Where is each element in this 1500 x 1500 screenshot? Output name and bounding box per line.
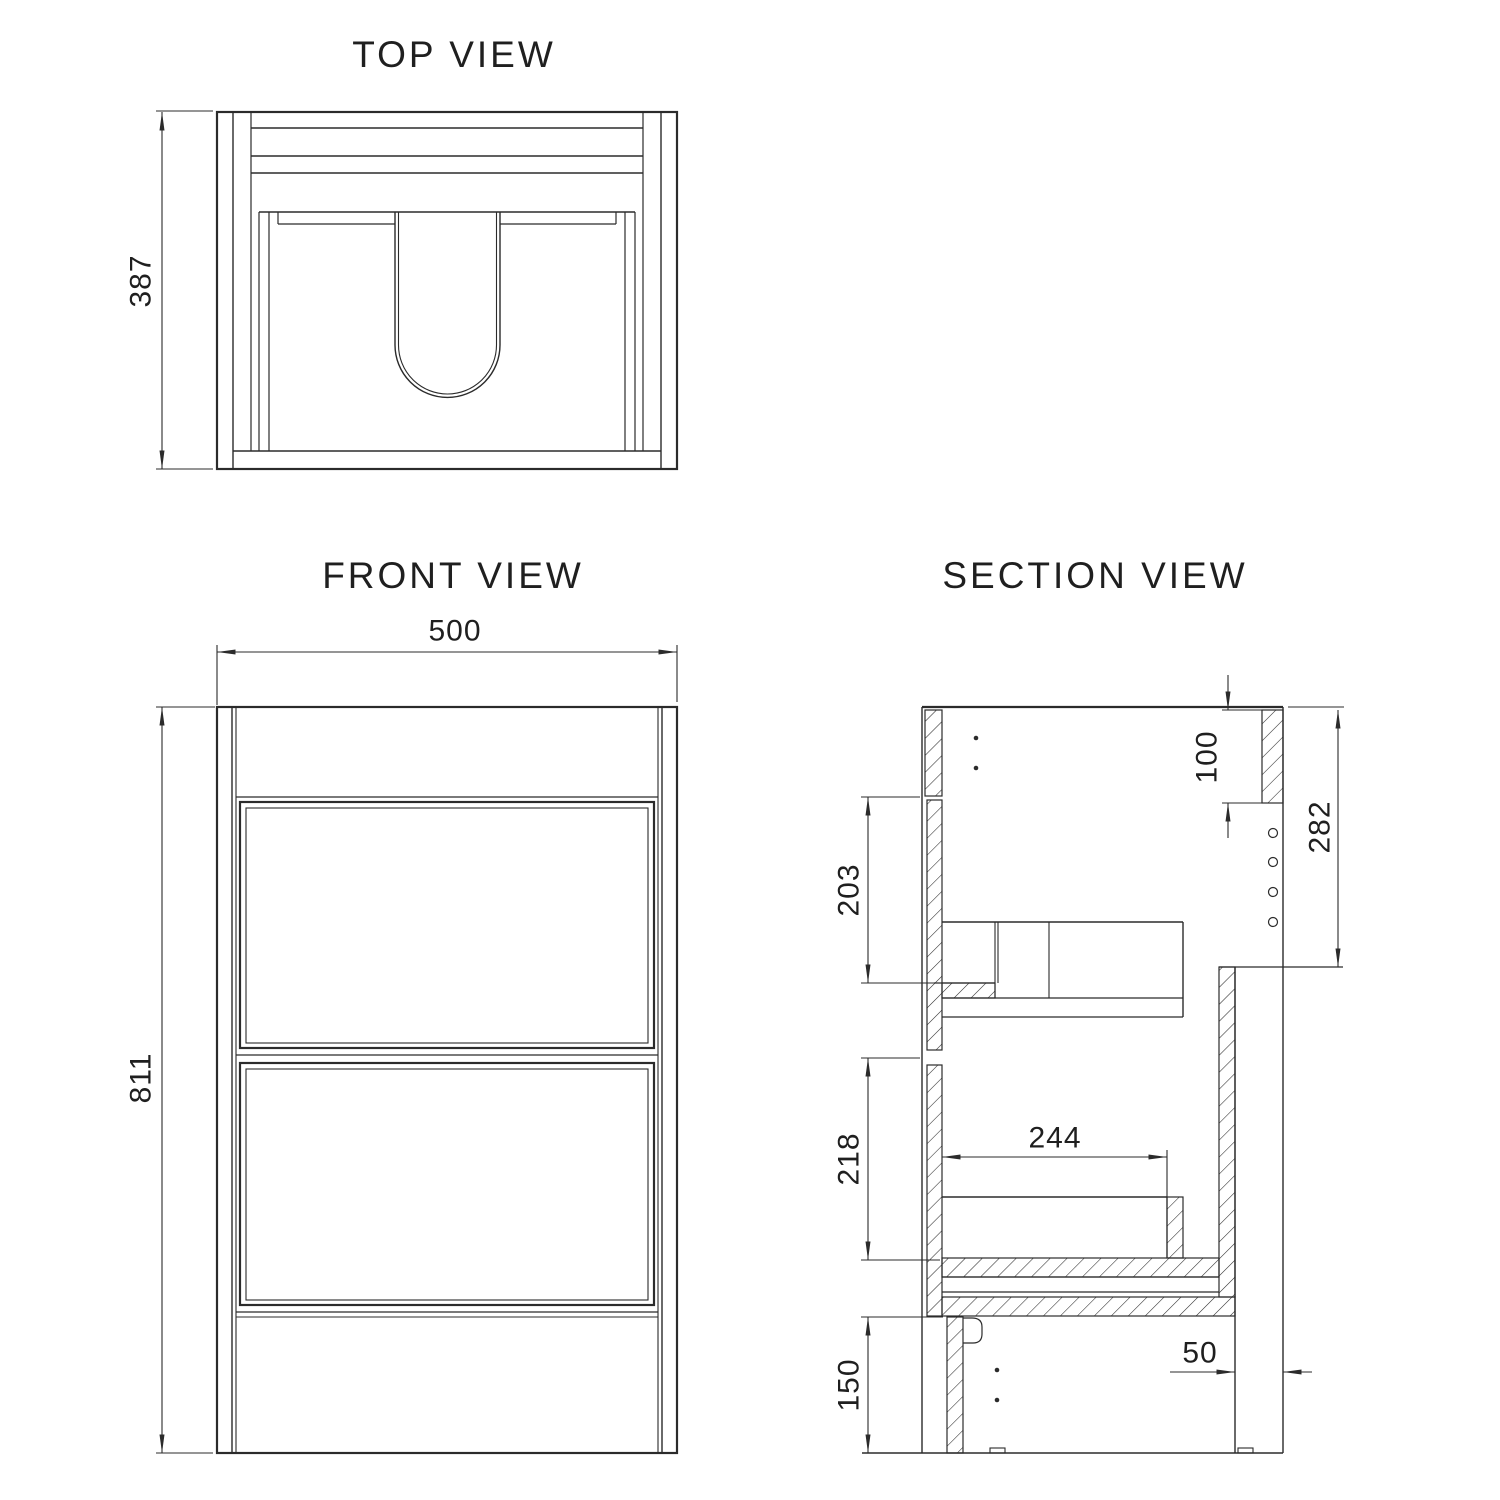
fixing-hole [1267, 827, 1279, 839]
dimension-back-gap: 50 [1170, 1337, 1312, 1375]
fixing-hole [1267, 916, 1279, 928]
front-top-rail-cut [924, 709, 943, 797]
u-shaped-cutout-inner [397, 212, 498, 395]
top-view-carcass [215, 110, 679, 471]
screw-dot [994, 1397, 1000, 1403]
fixing-hole [1267, 886, 1279, 898]
dimension-top-rail-value: 100 [1191, 730, 1224, 783]
dimension-front-height: 811 [125, 706, 215, 1454]
upper-drawer-bottom-cut [941, 982, 996, 999]
fixing-hole [1267, 856, 1279, 868]
top-outer-outline [215, 110, 679, 471]
floor-glide [1237, 1447, 1254, 1454]
dimension-back-clearance-value: 282 [1304, 800, 1337, 853]
upper-drawer-front-cut [926, 799, 943, 1051]
front-outer-outline [215, 705, 679, 1455]
plinth-leg-cut [946, 1316, 964, 1454]
dimension-top-depth: 387 [125, 110, 213, 470]
section-lower-drawer [942, 1196, 1219, 1293]
screw-dot [994, 1367, 1000, 1373]
lower-drawer-front-cut [926, 1064, 943, 1317]
section-view: SECTION VIEW [833, 555, 1344, 1454]
screw-dot [973, 735, 979, 741]
dimension-upper-opening-value: 203 [833, 863, 866, 916]
cabinet-bottom-cut [941, 1296, 1236, 1317]
dimension-top-depth-value: 387 [125, 254, 158, 307]
dimension-drawer-depth-value: 244 [1028, 1122, 1081, 1155]
dimension-drawer-depth: 244 [942, 1122, 1168, 1197]
dimension-back-clearance: 282 [1288, 706, 1344, 967]
section-upper-drawer [934, 921, 1184, 1018]
screw-dot [973, 765, 979, 771]
floor-glide [989, 1447, 1006, 1454]
front-drawer-upper [238, 800, 656, 1050]
dimension-front-height-value: 811 [125, 1053, 158, 1104]
lower-drawer-back-cut [1166, 1196, 1184, 1259]
top-view: TOP VIEW 387 [125, 34, 679, 471]
front-view-carcass [215, 705, 679, 1455]
dimension-front-width: 500 [216, 615, 678, 705]
back-panel-cut [1218, 966, 1236, 1298]
plinth-clip [963, 1317, 983, 1344]
front-drawer-lower [238, 1061, 656, 1307]
dimension-plinth-value: 150 [833, 1358, 866, 1411]
back-top-rail-cut [1261, 709, 1284, 804]
dimension-back-gap-value: 50 [1182, 1337, 1217, 1370]
dimension-plinth: 150 [833, 1316, 943, 1453]
dimension-lower-opening-value: 218 [833, 1132, 866, 1185]
top-view-title: TOP VIEW [352, 34, 556, 75]
dimension-lower-opening: 218 [833, 1057, 940, 1261]
front-view-title: FRONT VIEW [322, 555, 584, 596]
front-view: FRONT VIEW 500 811 [125, 555, 679, 1455]
top-view-drawer [258, 211, 636, 451]
dimension-upper-opening: 203 [833, 796, 940, 984]
dimension-top-rail: 100 [1191, 675, 1266, 838]
section-carcass [862, 705, 1343, 1454]
dimension-front-width-value: 500 [428, 615, 481, 648]
u-shaped-cutout-outer [394, 212, 501, 399]
lower-drawer-bottom-cut [941, 1257, 1220, 1278]
section-view-title: SECTION VIEW [942, 555, 1247, 596]
